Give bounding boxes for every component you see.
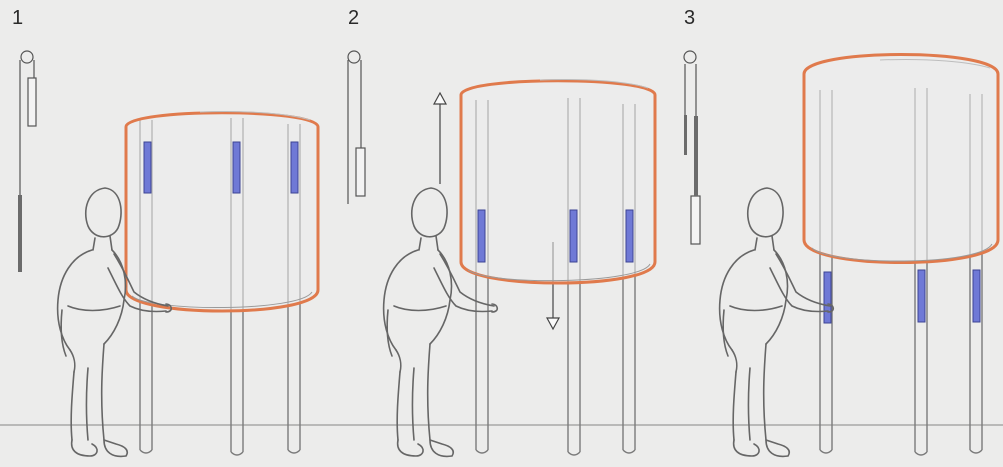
- panel-3: [684, 51, 998, 456]
- panel-1: [18, 51, 318, 456]
- handle-gauge-icon-2: [348, 51, 365, 204]
- canopy-3: [804, 55, 998, 263]
- canopy: [126, 111, 318, 311]
- handle-gauge-icon: [18, 51, 36, 272]
- panel-2: [348, 51, 655, 456]
- slider-markers-3: [824, 270, 980, 323]
- arrow-up-icon: [434, 93, 446, 184]
- handle-gauge-icon-3: [684, 51, 700, 244]
